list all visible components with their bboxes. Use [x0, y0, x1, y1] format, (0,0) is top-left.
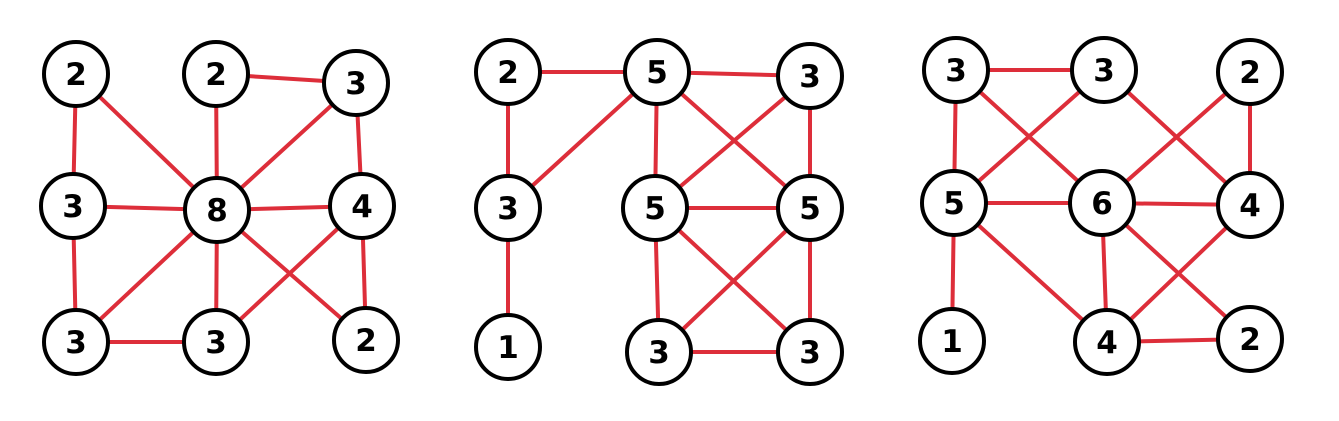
graph-2-node-e: 5: [621, 174, 689, 242]
node-label: 3: [799, 335, 821, 371]
graph-3-node-g: 1: [918, 307, 986, 375]
node-label: 3: [945, 53, 967, 89]
node-label: 2: [205, 57, 227, 93]
node-label: 1: [497, 330, 519, 366]
graph-3-node-d: 5: [920, 169, 988, 237]
node-circle: [1068, 169, 1136, 237]
graph-3-node-a: 3: [922, 36, 990, 104]
node-label: 2: [1239, 322, 1261, 358]
graph-2-node-h: 3: [625, 318, 693, 386]
graph-2-node-d: 3: [474, 174, 542, 242]
node-label: 3: [1093, 53, 1115, 89]
graph-3-node-f: 4: [1216, 171, 1284, 239]
node-label: 3: [648, 335, 670, 371]
node-label: 5: [799, 191, 821, 227]
node-circle: [1216, 38, 1284, 106]
node-circle: [474, 313, 542, 381]
node-label: 3: [65, 325, 87, 361]
graph-2: 2 5 3 3 5 5 1 3 3: [474, 38, 844, 386]
node-label: 4: [1239, 188, 1261, 224]
node-label: 5: [644, 191, 666, 227]
node-label: 2: [1239, 55, 1261, 91]
node-label: 3: [345, 66, 367, 102]
graph-2-node-f: 5: [776, 174, 844, 242]
graph-2-node-a: 2: [474, 38, 542, 106]
node-circle: [42, 40, 110, 108]
node-label: 3: [62, 189, 84, 225]
node-circle: [625, 318, 693, 386]
graph-1-node-i: 2: [332, 306, 400, 374]
node-circle: [776, 174, 844, 242]
graph-2-edge-f-h: [657, 206, 812, 354]
node-circle: [182, 40, 250, 108]
graph-1-node-f: 4: [328, 172, 396, 240]
node-label: 3: [497, 191, 519, 227]
graph-2-node-b: 5: [623, 38, 691, 106]
node-circle: [39, 172, 107, 240]
node-circle: [1216, 305, 1284, 373]
graph-3-node-e: 6: [1068, 169, 1136, 237]
node-label: 2: [65, 57, 87, 93]
graph-1-node-h: 3: [182, 308, 250, 376]
node-circle: [918, 307, 986, 375]
graph-2-node-g: 1: [474, 313, 542, 381]
node-circle: [328, 172, 396, 240]
graph-1-nodes: 2 2 3 3 8 4 3 3 2: [39, 40, 400, 376]
node-label: 1: [941, 324, 963, 360]
graph-3-nodes: 3 3 2 5 6 4 1 4 2: [918, 36, 1284, 376]
graph-1: 2 2 3 3 8 4 3 3 2: [39, 40, 400, 376]
graph-3-node-c: 2: [1216, 38, 1284, 106]
node-circle: [183, 176, 251, 244]
graph-3-node-b: 3: [1070, 36, 1138, 104]
node-label: 8: [206, 193, 228, 229]
node-label: 3: [205, 325, 227, 361]
node-circle: [623, 38, 691, 106]
node-circle: [474, 174, 542, 242]
node-circle: [1073, 308, 1141, 376]
graph-1-node-b: 2: [182, 40, 250, 108]
node-circle: [920, 169, 988, 237]
node-circle: [474, 38, 542, 106]
node-circle: [182, 308, 250, 376]
node-label: 6: [1091, 186, 1113, 222]
node-label: 4: [351, 189, 373, 225]
node-circle: [776, 318, 844, 386]
graph-1-node-e: 8: [183, 176, 251, 244]
graph-3-node-i: 2: [1216, 305, 1284, 373]
node-label: 5: [646, 55, 668, 91]
node-circle: [322, 49, 390, 117]
node-circle: [922, 36, 990, 104]
node-circle: [1070, 36, 1138, 104]
node-label: 5: [943, 186, 965, 222]
node-label: 2: [355, 323, 377, 359]
graph-1-node-c: 3: [322, 49, 390, 117]
node-circle: [332, 306, 400, 374]
node-label: 4: [1096, 325, 1118, 361]
graph-3-edge-d-h: [952, 201, 1109, 344]
node-label: 3: [799, 59, 821, 95]
node-circle: [1216, 171, 1284, 239]
graph-1-node-a: 2: [42, 40, 110, 108]
node-circle: [776, 42, 844, 110]
graph-3: 3 3 2 5 6 4 1 4 2: [918, 36, 1284, 376]
graph-3-node-h: 4: [1073, 308, 1141, 376]
graph-2-nodes: 2 5 3 3 5 5 1 3 3: [474, 38, 844, 386]
graph-2-node-c: 3: [776, 42, 844, 110]
node-label: 2: [497, 55, 519, 91]
node-circle: [42, 308, 110, 376]
node-circle: [621, 174, 689, 242]
graph-2-node-i: 3: [776, 318, 844, 386]
graph-1-node-d: 3: [39, 172, 107, 240]
graph-1-node-g: 3: [42, 308, 110, 376]
